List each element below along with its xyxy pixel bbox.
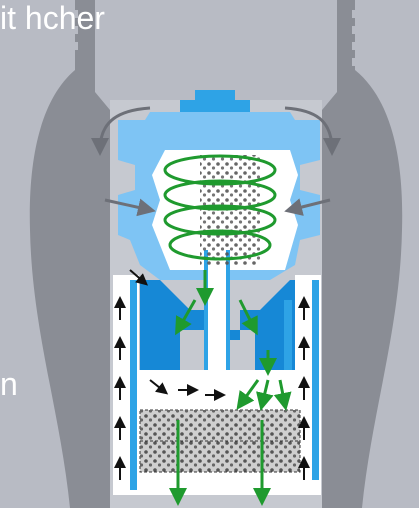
filter-bed xyxy=(140,410,300,472)
left-channel-bar xyxy=(130,280,137,490)
label-left-fragment: n xyxy=(0,368,18,400)
center-stem xyxy=(206,250,228,370)
right-channel-bar xyxy=(312,280,319,480)
label-top-fragment: it hcher xyxy=(0,2,105,34)
stem-outline-right xyxy=(226,250,230,370)
cyclone-cap-dark xyxy=(180,90,250,112)
housing-right-wall xyxy=(322,0,402,508)
stem-outline-left xyxy=(204,250,208,370)
housing-left-wall xyxy=(30,0,110,508)
